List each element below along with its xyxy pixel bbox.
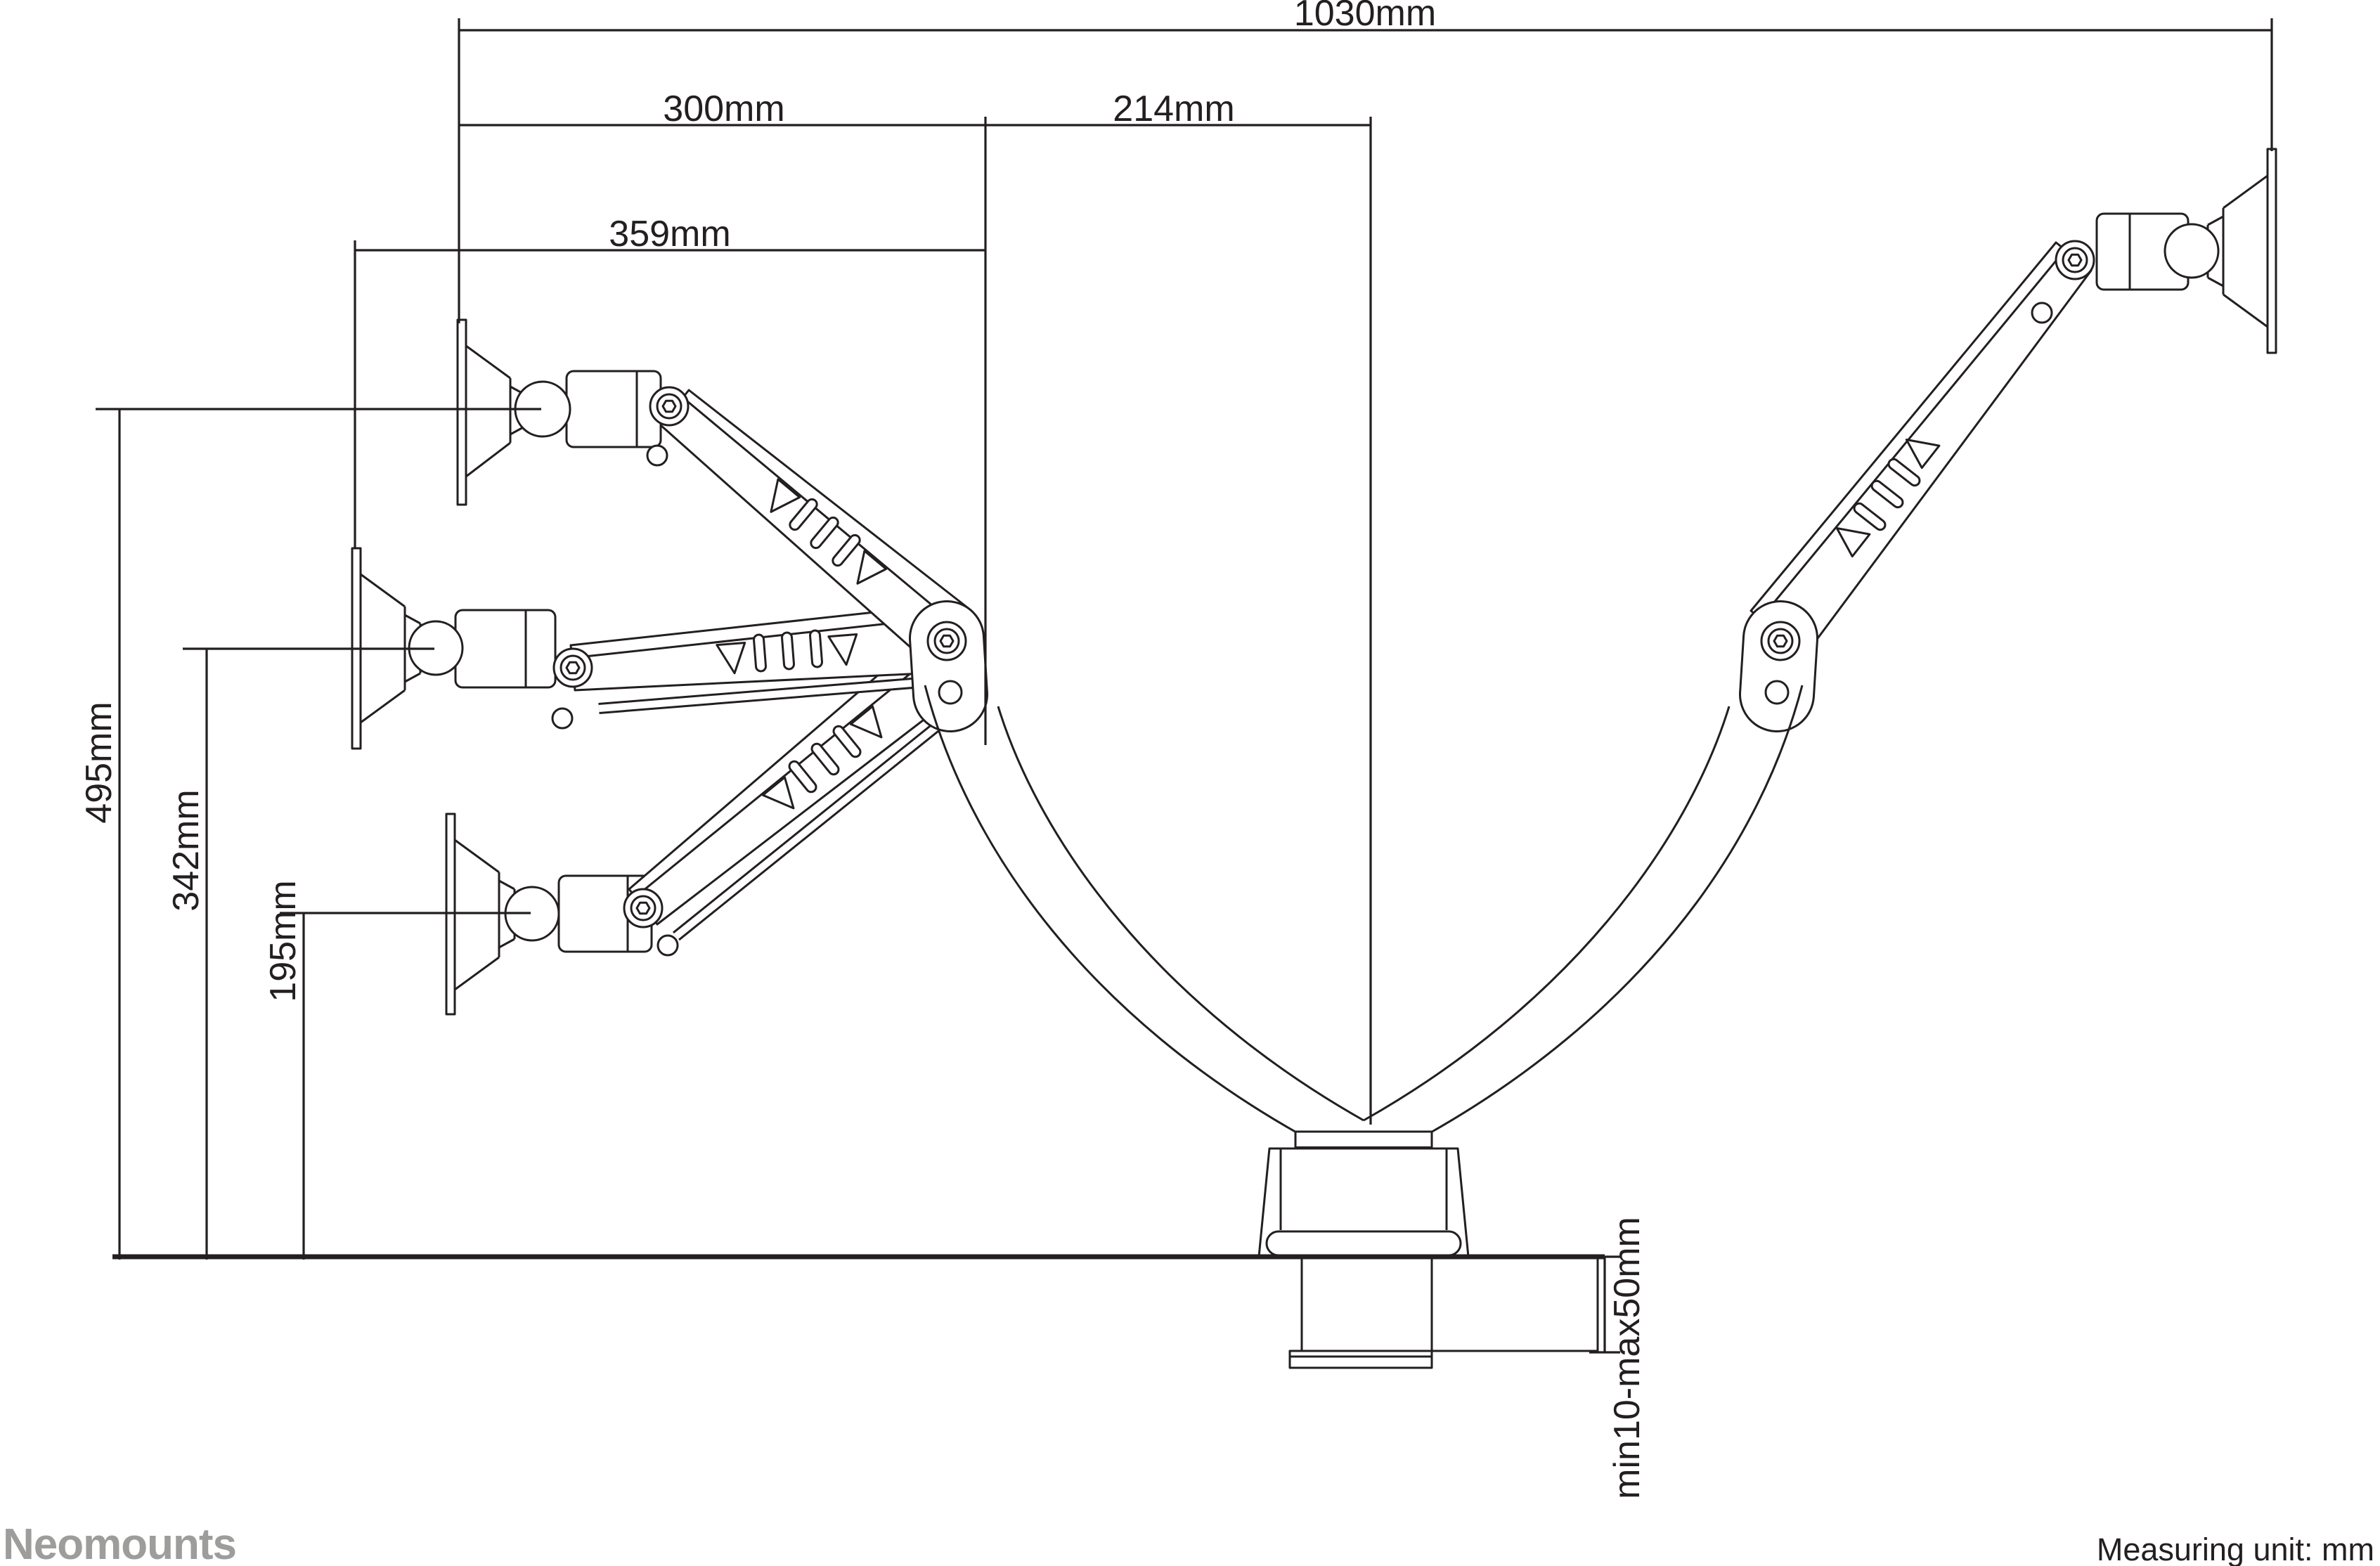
gas-spring-arm-right [1750, 240, 2095, 664]
elbow-screw-mid [552, 647, 593, 688]
dim-label-495: 495mm [79, 701, 119, 823]
base-horn-arms [924, 685, 1804, 1134]
elbow-screw-high [649, 386, 690, 427]
dim-label-desk-thickness: min10-max50mm [1607, 1217, 1648, 1499]
dim-label-214: 214mm [1113, 89, 1234, 129]
neomounts-logo: Neomounts [3, 1520, 236, 1566]
clamp-pad [1288, 1350, 1433, 1369]
pivot-housing-left [909, 600, 988, 732]
dimension-height-high: 495mm [79, 408, 541, 1260]
drawing-artwork [112, 148, 2277, 1369]
dimension-annotations: 1030mm 300mm 214mm 359mm 495mm 342mm [79, 0, 2273, 1499]
clamp-lower-jaw [1300, 1257, 1433, 1352]
desk-clamp [1257, 1130, 1599, 1369]
monitor-bracket-fork-mid [454, 609, 557, 689]
ball-joint-right [2164, 223, 2220, 279]
measuring-unit-note: Measuring unit: mm [2097, 1532, 2374, 1566]
vesa-plate-low-position [445, 813, 653, 1016]
elbow-screw-low [623, 888, 664, 928]
dimension-mid-reach: 359mm [355, 214, 985, 254]
dim-label-342: 342mm [166, 789, 207, 911]
dim-label-300: 300mm [663, 89, 784, 129]
vesa-plate-high-position [456, 318, 662, 506]
dimension-pivot-and-center-offset: 300mm 214mm [459, 89, 1371, 129]
dim-label-1030: 1030mm [1294, 0, 1436, 34]
dimension-height-mid: 342mm [166, 647, 434, 1260]
gas-spring-arm-low-position [623, 630, 973, 957]
dimension-desk-thickness: min10-max50mm [1589, 1217, 1648, 1499]
gas-spring-arm-high-position [646, 386, 972, 667]
dim-label-195: 195mm [263, 880, 304, 1002]
pivot-housing-right [1739, 600, 1818, 732]
vesa-plate-right [2095, 148, 2277, 354]
dim-label-359: 359mm [609, 214, 730, 254]
monitor-bracket-fork-high [565, 370, 662, 448]
dimension-height-low: 195mm [263, 880, 531, 1260]
clamp-lower-bracket [1430, 1257, 1599, 1352]
clamp-tension-handle [1265, 1230, 1462, 1257]
dimension-overall-width: 1030mm [459, 0, 2272, 34]
elbow-screw-right [2055, 240, 2095, 280]
